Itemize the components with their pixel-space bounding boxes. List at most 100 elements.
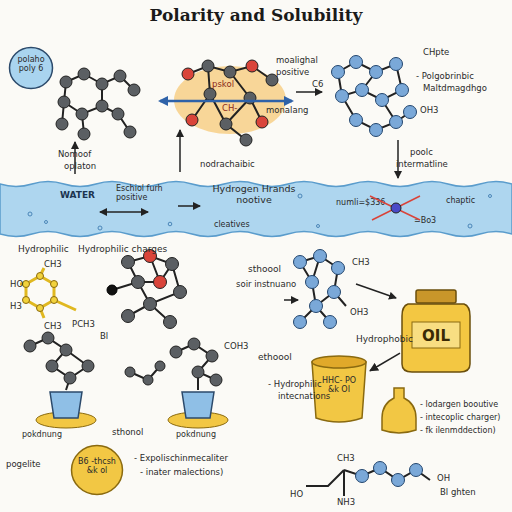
annotation-label: ethoool — [258, 352, 292, 362]
blue-molecule — [306, 462, 430, 497]
atom — [37, 273, 44, 280]
connector-arrow — [370, 353, 400, 371]
atom — [390, 116, 403, 129]
water-band-shape — [0, 182, 512, 237]
annotation-label: CH3 — [337, 454, 355, 464]
bond — [130, 344, 216, 390]
annotation-label: NH3 — [337, 498, 355, 508]
atom — [124, 126, 136, 138]
gray-molecule — [24, 332, 94, 390]
atom — [332, 66, 345, 79]
atom — [112, 108, 124, 120]
annotation-label: intecnations — [278, 392, 330, 402]
annotation-label: sthonol — [112, 428, 143, 438]
annotation-label: - inater malections) — [140, 468, 223, 478]
annotation-label: Nomoof — [58, 150, 91, 160]
atom — [220, 118, 232, 130]
solute-circle-shape — [72, 446, 123, 495]
annotation-label: poolc — [410, 148, 433, 158]
arrow — [179, 130, 181, 172]
annotation-label: OH — [437, 474, 450, 484]
annotation-label: - Hydrophilic — [268, 380, 322, 390]
bubble — [28, 212, 32, 216]
atom — [204, 88, 216, 100]
annotation-label: HO — [10, 280, 23, 290]
annotation-label: pokdnung — [176, 430, 216, 439]
bubble — [98, 226, 102, 230]
atom — [374, 462, 387, 475]
atom — [144, 298, 157, 311]
annotation-label: HO — [290, 490, 303, 500]
annotation-label: PCH3 — [72, 320, 95, 330]
atom — [166, 258, 179, 271]
atom — [155, 361, 165, 371]
atom — [404, 106, 417, 119]
atom — [51, 281, 58, 288]
atom — [370, 66, 383, 79]
atom — [182, 68, 194, 80]
dipole-arrow — [160, 100, 292, 103]
bond — [30, 338, 88, 390]
solute-circle: B6 -thcsh &k ol — [70, 444, 124, 496]
atom — [206, 350, 218, 362]
bond — [188, 66, 272, 140]
atom — [51, 297, 58, 304]
ion — [391, 203, 401, 213]
atom — [324, 316, 337, 329]
annotation-label: - fk ilenmddection) — [420, 426, 496, 435]
atom — [310, 300, 323, 313]
atom — [392, 474, 405, 487]
atom — [294, 316, 307, 329]
atom — [23, 281, 30, 288]
diagram-title: Polarity and Solubility — [0, 6, 512, 26]
atom — [370, 124, 383, 137]
node-text: OIL — [410, 328, 462, 345]
node-text: =Bo3 — [414, 216, 436, 225]
atom — [376, 94, 389, 107]
annotation-label: nodrachaibic — [200, 160, 255, 170]
interaction-lines — [370, 196, 420, 220]
bubble — [489, 195, 492, 198]
oil-jar: OIL — [400, 290, 472, 374]
atom — [336, 90, 349, 103]
atom — [125, 367, 135, 377]
arrow — [397, 140, 399, 178]
blue-molecule — [332, 56, 417, 137]
atom — [356, 84, 369, 97]
gray-molecule — [125, 338, 222, 390]
concept-bubble-shape — [10, 48, 53, 89]
atom — [192, 366, 204, 378]
oil-bottle — [382, 388, 416, 433]
atom — [122, 256, 135, 269]
atom — [76, 108, 88, 120]
annotation-label: CH3 — [44, 260, 62, 270]
atom — [350, 56, 363, 69]
bubble — [168, 222, 172, 226]
annotation-label: pskol — [212, 80, 234, 90]
bond — [300, 256, 346, 322]
annotation-label: H3 — [10, 302, 22, 312]
atom — [58, 96, 70, 108]
atom — [154, 276, 167, 289]
annotation-label: OH3 — [350, 308, 369, 318]
bubble — [298, 194, 302, 198]
polar-molecule — [182, 60, 278, 146]
atom — [46, 360, 58, 372]
annotation-label: - lodargen booutive — [420, 400, 498, 409]
atom — [96, 100, 108, 112]
atom — [60, 76, 72, 88]
gray-molecule — [56, 68, 140, 140]
atom — [314, 250, 327, 263]
annotation-label: Hydrophilic — [18, 244, 69, 254]
annotation-label: OH3 — [420, 106, 439, 116]
atom — [240, 134, 252, 146]
node-text: B6 -thcsh &k ol — [76, 457, 118, 475]
atom — [170, 346, 182, 358]
bond — [20, 268, 76, 318]
atom — [390, 58, 403, 71]
oil-jar-shape — [416, 290, 456, 303]
atom — [122, 310, 135, 323]
annotation-label: COH3 — [224, 342, 248, 352]
atom — [174, 286, 187, 299]
